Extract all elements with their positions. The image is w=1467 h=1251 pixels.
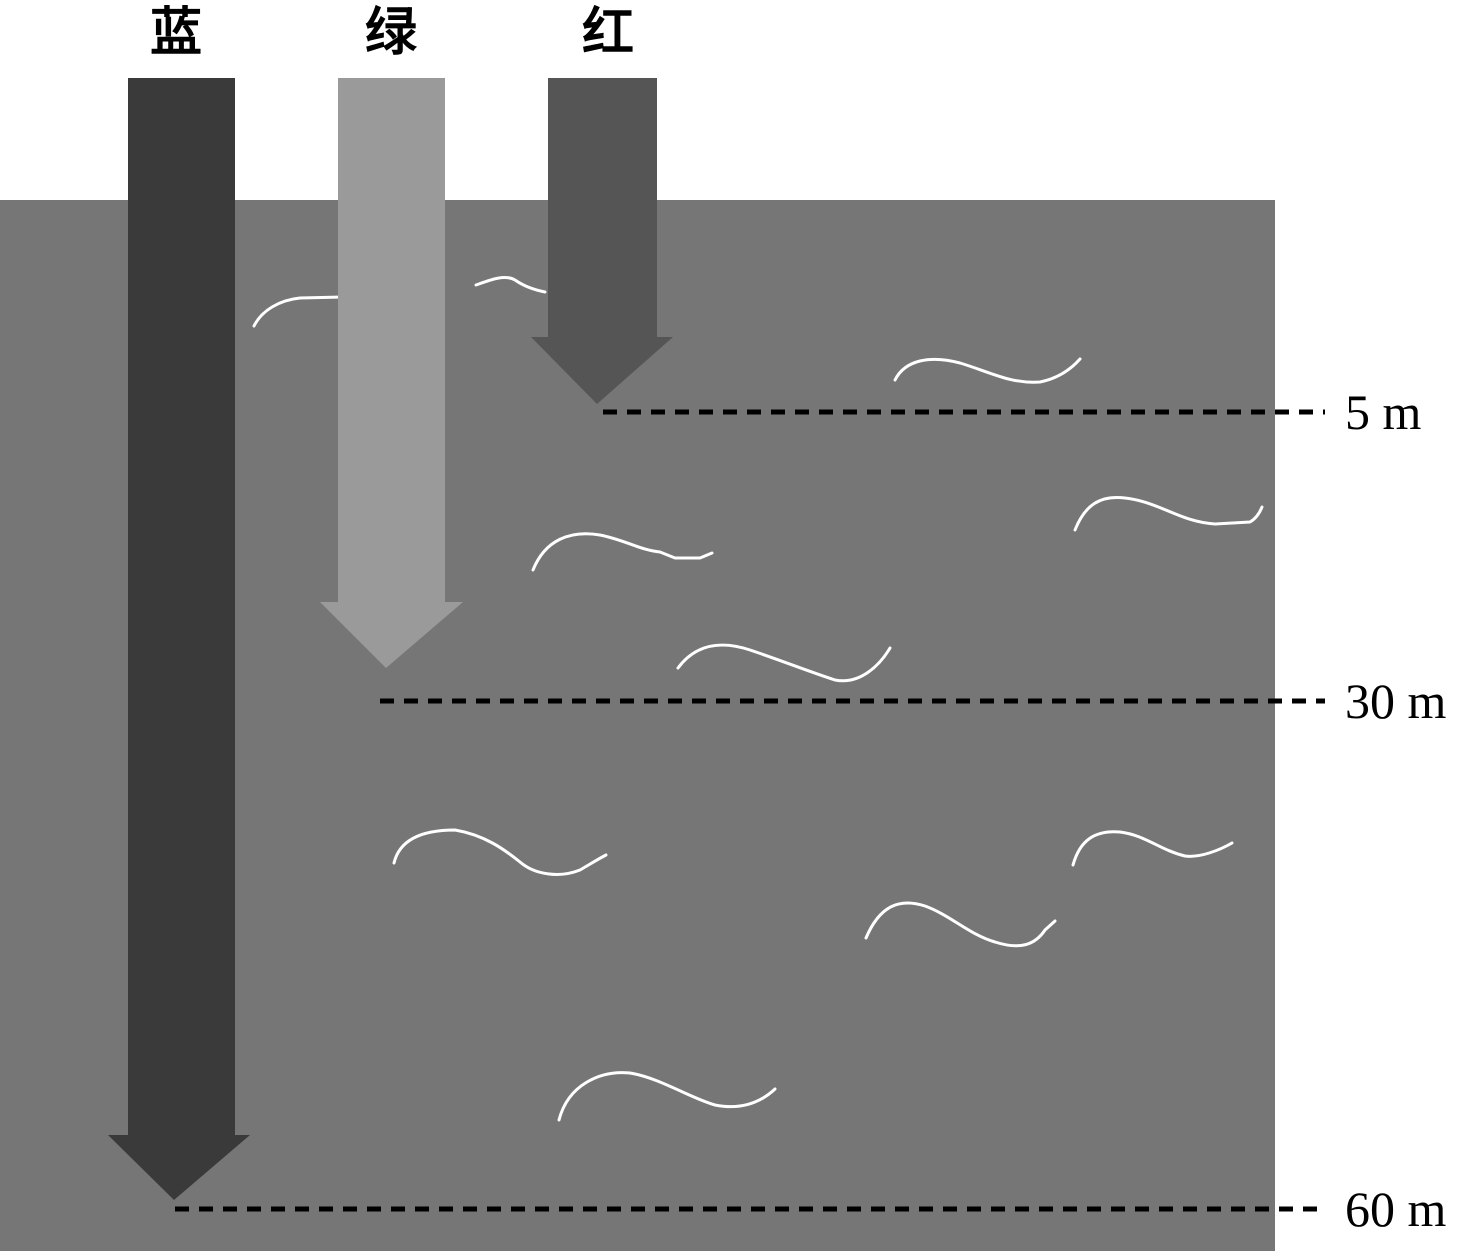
green-arrow-label: 绿 bbox=[365, 3, 418, 63]
wave-line bbox=[1073, 495, 1264, 532]
wave-line bbox=[392, 828, 608, 876]
blue-light-arrow bbox=[108, 78, 250, 1200]
blue-arrow-label: 蓝 bbox=[150, 3, 202, 63]
depth-label-30m: 30 m bbox=[1345, 673, 1447, 729]
wave-line bbox=[531, 532, 714, 572]
waves bbox=[252, 276, 1264, 1122]
red-light-arrow bbox=[531, 78, 673, 404]
wave-line bbox=[893, 357, 1082, 384]
wave-line bbox=[1071, 830, 1234, 867]
wave-line bbox=[864, 901, 1057, 948]
depth-label-60m: 60 m bbox=[1345, 1181, 1447, 1237]
depth-label-5m: 5 m bbox=[1345, 384, 1422, 440]
wave-line bbox=[252, 295, 345, 328]
wave-line bbox=[676, 643, 892, 683]
red-arrow-label: 红 bbox=[582, 3, 634, 63]
wave-line bbox=[557, 1071, 777, 1122]
depth-lines bbox=[175, 409, 1325, 1212]
green-light-arrow bbox=[320, 78, 463, 668]
wave-line bbox=[474, 276, 547, 294]
